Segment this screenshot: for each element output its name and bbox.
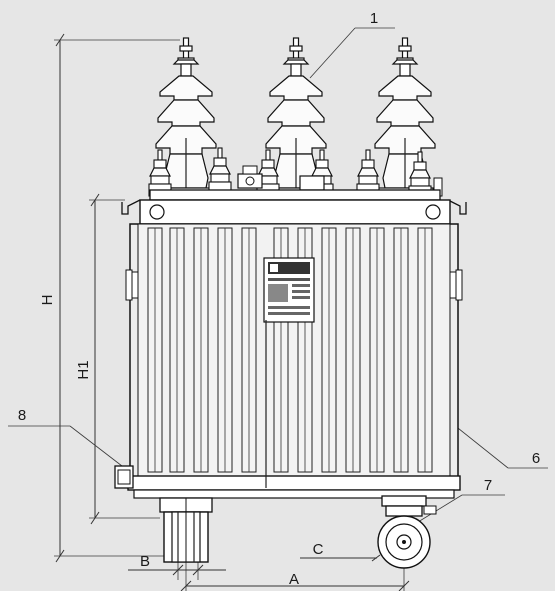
drain-valve: [114, 465, 134, 489]
side-lugs: [125, 269, 463, 301]
dimension-a: A: [180, 540, 410, 591]
dimension-c: C: [300, 541, 381, 562]
callout-8: 8: [18, 407, 26, 424]
leader-8: 8: [8, 407, 123, 467]
nameplate-icon: [263, 257, 315, 323]
tank-cover: [121, 189, 467, 225]
dimension-a-label: A: [289, 571, 299, 588]
callout-7: 7: [484, 477, 492, 494]
leader-1: 1: [309, 10, 395, 79]
callout-6: 6: [532, 450, 540, 467]
dimension-h1: H1: [75, 193, 160, 525]
wheel-side-icon: [377, 495, 437, 569]
callout-1: 1: [370, 10, 378, 27]
dimension-c-label: C: [313, 541, 324, 558]
dimension-b-label: B: [140, 553, 150, 570]
cover-accessories: [237, 165, 443, 197]
dimension-h1-label: H1: [75, 360, 92, 379]
wheel-icon: [159, 497, 213, 563]
dimension-h-label: H: [39, 295, 56, 306]
dimension-h: H: [39, 33, 180, 563]
